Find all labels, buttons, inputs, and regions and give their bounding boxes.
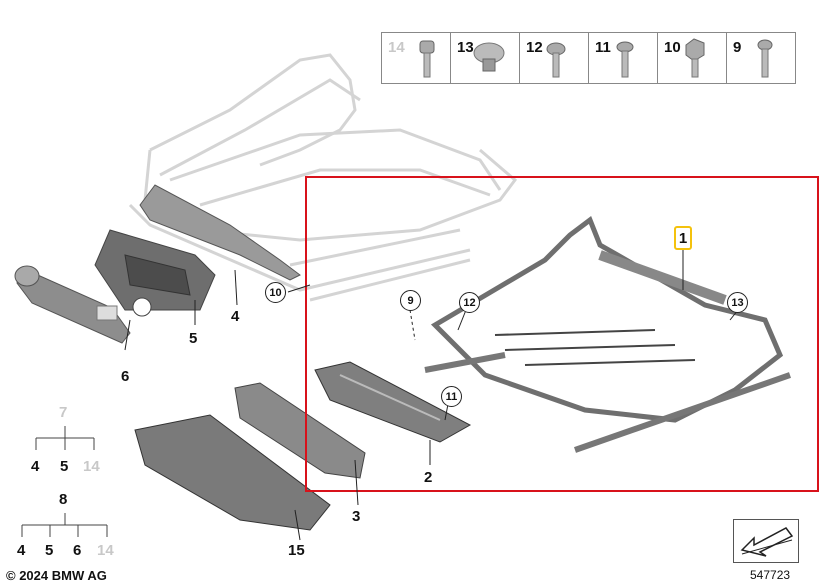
tree-child[interactable]: 6 <box>73 542 82 559</box>
fastener-cell-9[interactable]: 9 <box>727 33 795 83</box>
fastener-cell-12[interactable]: 12 <box>520 33 589 83</box>
tree-child[interactable]: 14 <box>97 542 114 559</box>
bolt-icon <box>616 41 634 78</box>
highlight-box <box>305 176 819 492</box>
callout-12[interactable]: 12 <box>459 292 480 313</box>
tree-child[interactable]: 5 <box>60 458 69 475</box>
arrow-down-left-icon <box>740 527 794 557</box>
fastener-number: 12 <box>526 39 543 56</box>
bolt-icon <box>419 40 435 78</box>
fastener-number: 14 <box>388 39 405 56</box>
tree-child[interactable]: 4 <box>31 458 40 475</box>
bolt-icon <box>757 39 773 78</box>
callout-13[interactable]: 13 <box>727 292 748 313</box>
callout-1: 1 <box>678 229 688 247</box>
part-5-housing[interactable] <box>85 225 225 320</box>
tree-child[interactable]: 5 <box>45 542 54 559</box>
fastener-cell-14[interactable]: 14 <box>382 33 451 83</box>
fastener-number: 10 <box>664 39 681 56</box>
callout-15[interactable]: 15 <box>288 542 305 559</box>
part-2-seat-pan[interactable] <box>310 360 475 445</box>
part-15-bracket[interactable] <box>130 410 340 535</box>
tree-child[interactable]: 14 <box>83 458 100 475</box>
tree-connector <box>35 426 95 450</box>
fastener-number: 11 <box>595 39 611 56</box>
part-1-tag[interactable]: 1 <box>674 226 692 250</box>
diagram-id: 547723 <box>750 568 791 582</box>
fastener-cell-11[interactable]: 11 <box>589 33 658 83</box>
part-3-panel[interactable] <box>225 378 375 488</box>
copyright-text: © 2024 BMW AG <box>6 568 107 583</box>
callout-4[interactable]: 4 <box>231 308 240 325</box>
callout-6[interactable]: 6 <box>121 368 130 385</box>
tree-root[interactable]: 7 <box>59 404 68 421</box>
fastener-number: 9 <box>733 39 742 56</box>
callout-2[interactable]: 2 <box>424 469 433 486</box>
callout-9[interactable]: 9 <box>400 290 421 311</box>
tree-root[interactable]: 8 <box>59 491 68 508</box>
fastener-cell-10[interactable]: 10 <box>658 33 727 83</box>
fastener-cell-13[interactable]: 13 <box>451 33 520 83</box>
part-4-trim[interactable] <box>130 180 310 290</box>
tree-connector <box>21 513 108 537</box>
callout-5[interactable]: 5 <box>189 330 198 347</box>
callout-10[interactable]: 10 <box>265 282 286 303</box>
hex-nut-icon <box>685 38 705 78</box>
part-1-seat-frame[interactable] <box>405 205 805 480</box>
part-6-cylinder-cover[interactable] <box>12 258 142 348</box>
tree-child[interactable]: 4 <box>17 542 26 559</box>
fastener-panel: 14 13 12 11 10 9 <box>381 32 796 84</box>
callout-11[interactable]: 11 <box>441 386 462 407</box>
callout-3[interactable]: 3 <box>352 508 361 525</box>
nav-arrow-button[interactable] <box>733 519 799 563</box>
clip-icon <box>473 42 505 72</box>
bolt-icon <box>546 42 566 78</box>
fastener-number: 13 <box>457 39 474 56</box>
